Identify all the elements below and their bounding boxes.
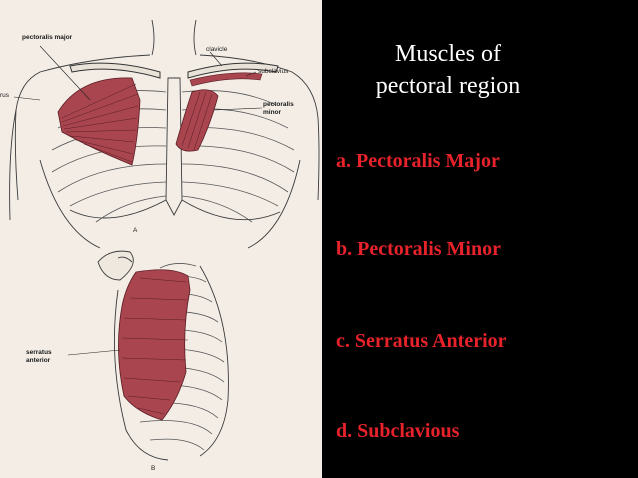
thorax-outline-a <box>9 19 320 249</box>
slide-title-line-2: pectoral region <box>375 73 521 99</box>
leader-line-b <box>67 349 121 356</box>
slide-title: Muscles of pectoral region <box>322 38 574 102</box>
anatomy-illustration: pectoralis major clavicle subclavius rus… <box>0 0 322 478</box>
item-pectoralis-minor: b. Pectoralis Minor <box>336 238 501 260</box>
label-humerus: rus <box>0 92 10 99</box>
label-serratus-1: serratus <box>26 349 52 356</box>
label-subclavius: subclavius <box>258 68 289 75</box>
clavicles <box>69 62 279 79</box>
slide-title-line-1: Muscles of <box>395 41 501 67</box>
text-panel: Muscles of pectoral region a. Pectoralis… <box>322 0 638 478</box>
label-clavicle: clavicle <box>206 46 228 53</box>
anatomy-drawing <box>9 19 320 461</box>
tendon-b <box>159 263 197 269</box>
label-serratus-2: anterior <box>26 357 51 364</box>
label-pectoralis-minor-2: minor <box>263 109 282 116</box>
serratus-anterior-muscle <box>118 269 191 421</box>
item-subclavious: d. Subclavious <box>336 420 460 442</box>
thorax-outline-b <box>97 250 229 461</box>
label-pectoralis-major: pectoralis major <box>22 34 73 41</box>
label-panel-a: A <box>133 227 138 234</box>
item-serratus-anterior: c. Serratus Anterior <box>336 330 507 352</box>
leader-lines-a <box>13 45 263 111</box>
label-pectoralis-minor-1: pectoralis <box>263 101 294 108</box>
item-pectoralis-major: a. Pectoralis Major <box>336 150 500 172</box>
subclavius-muscle <box>189 72 263 87</box>
pectoralis-major-muscle <box>57 77 141 166</box>
label-panel-b: B <box>151 465 156 472</box>
pectoralis-minor-muscle <box>175 89 219 152</box>
